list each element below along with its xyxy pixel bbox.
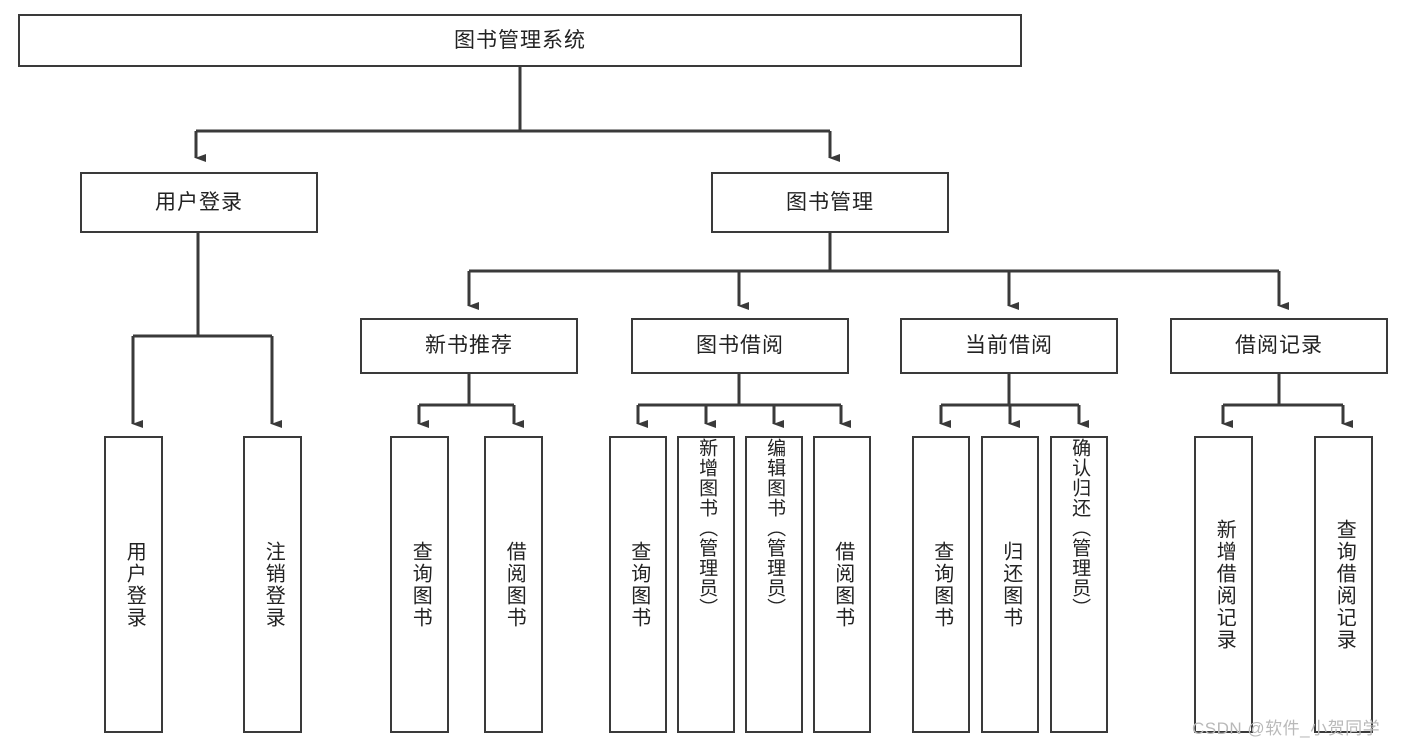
leaf-user-login-login[interactable]: 用户登录 <box>104 436 163 733</box>
leaf-label: 查询图书 <box>930 540 953 629</box>
leaf-new-book-query[interactable]: 查询图书 <box>390 436 449 733</box>
node-current-borrow[interactable]: 当前借阅 <box>900 318 1118 374</box>
leaf-label: 借阅图书 <box>503 540 526 629</box>
node-root-label: 图书管理系统 <box>454 28 586 52</box>
node-user-login-label: 用户登录 <box>155 190 243 214</box>
node-borrow-record[interactable]: 借阅记录 <box>1170 318 1388 374</box>
leaf-book-borrow-add[interactable]: 新增图书（管理员） <box>677 436 735 733</box>
leaf-borrow-record-query[interactable]: 查询借阅记录 <box>1314 436 1373 733</box>
leaf-new-book-borrow[interactable]: 借阅图书 <box>484 436 543 733</box>
node-borrow-record-label: 借阅记录 <box>1235 334 1323 358</box>
leaf-label: 编辑图书（管理员） <box>764 438 786 618</box>
leaf-book-borrow-query[interactable]: 查询图书 <box>609 436 667 733</box>
leaf-label: 新增借阅记录 <box>1213 518 1236 651</box>
leaf-label: 查询图书 <box>627 540 650 629</box>
leaf-book-borrow-borrow[interactable]: 借阅图书 <box>813 436 871 733</box>
leaf-label: 注销登录 <box>262 540 285 629</box>
leaf-label: 查询借阅记录 <box>1333 518 1356 651</box>
leaf-book-borrow-edit[interactable]: 编辑图书（管理员） <box>745 436 803 733</box>
leaf-current-borrow-return[interactable]: 归还图书 <box>981 436 1039 733</box>
node-user-login[interactable]: 用户登录 <box>80 172 318 233</box>
leaf-label: 归还图书 <box>999 540 1022 629</box>
leaf-label: 用户登录 <box>123 540 146 629</box>
leaf-borrow-record-add[interactable]: 新增借阅记录 <box>1194 436 1253 733</box>
node-book-management[interactable]: 图书管理 <box>711 172 949 233</box>
leaf-label: 借阅图书 <box>831 540 854 629</box>
node-book-borrow[interactable]: 图书借阅 <box>631 318 849 374</box>
leaf-label: 确认归还（管理员） <box>1069 438 1091 618</box>
leaf-label: 查询图书 <box>409 540 432 629</box>
node-new-book-recommend[interactable]: 新书推荐 <box>360 318 578 374</box>
leaf-current-borrow-confirm[interactable]: 确认归还（管理员） <box>1050 436 1108 733</box>
leaf-current-borrow-query[interactable]: 查询图书 <box>912 436 970 733</box>
node-book-borrow-label: 图书借阅 <box>696 334 784 358</box>
node-root[interactable]: 图书管理系统 <box>18 14 1022 67</box>
node-new-book-recommend-label: 新书推荐 <box>425 334 513 358</box>
node-current-borrow-label: 当前借阅 <box>965 334 1053 358</box>
leaf-label: 新增图书（管理员） <box>696 438 718 618</box>
leaf-user-login-logout[interactable]: 注销登录 <box>243 436 302 733</box>
node-book-management-label: 图书管理 <box>786 190 874 214</box>
